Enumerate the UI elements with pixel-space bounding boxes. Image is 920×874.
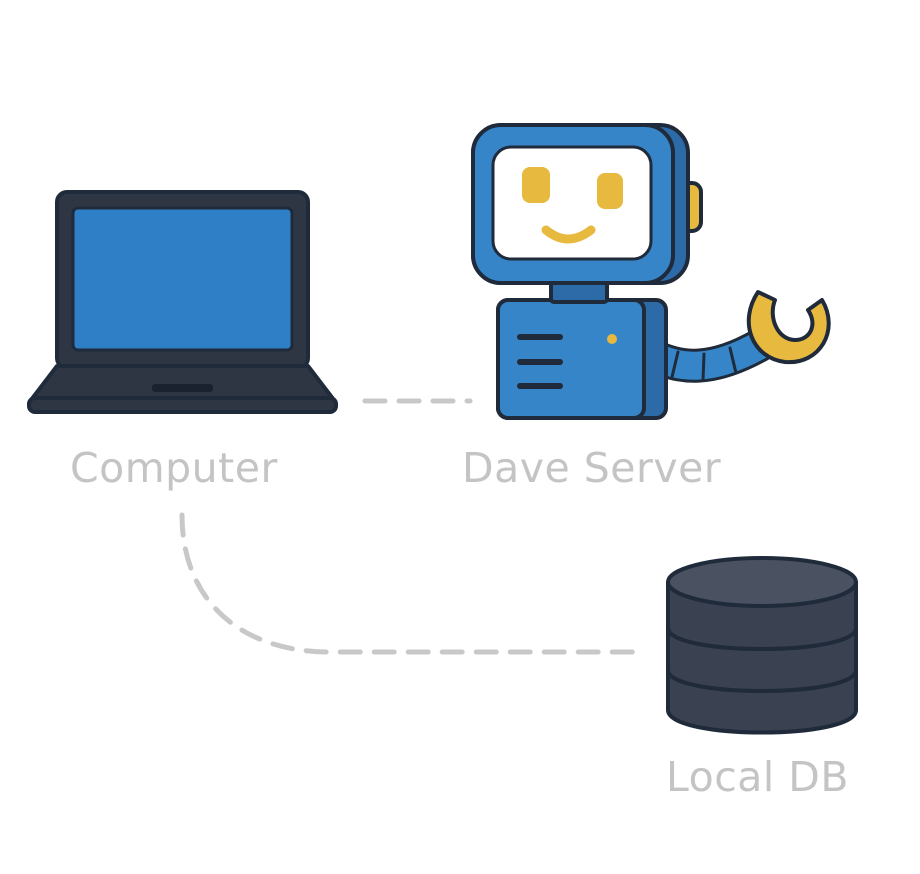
database-icon xyxy=(666,556,858,735)
robot-icon xyxy=(471,123,831,420)
laptop-icon xyxy=(27,190,338,414)
server-label: Dave Server xyxy=(462,444,722,492)
computer-label: Computer xyxy=(70,444,278,492)
connector-computer-database xyxy=(179,512,643,655)
database-label: Local DB xyxy=(666,753,849,801)
